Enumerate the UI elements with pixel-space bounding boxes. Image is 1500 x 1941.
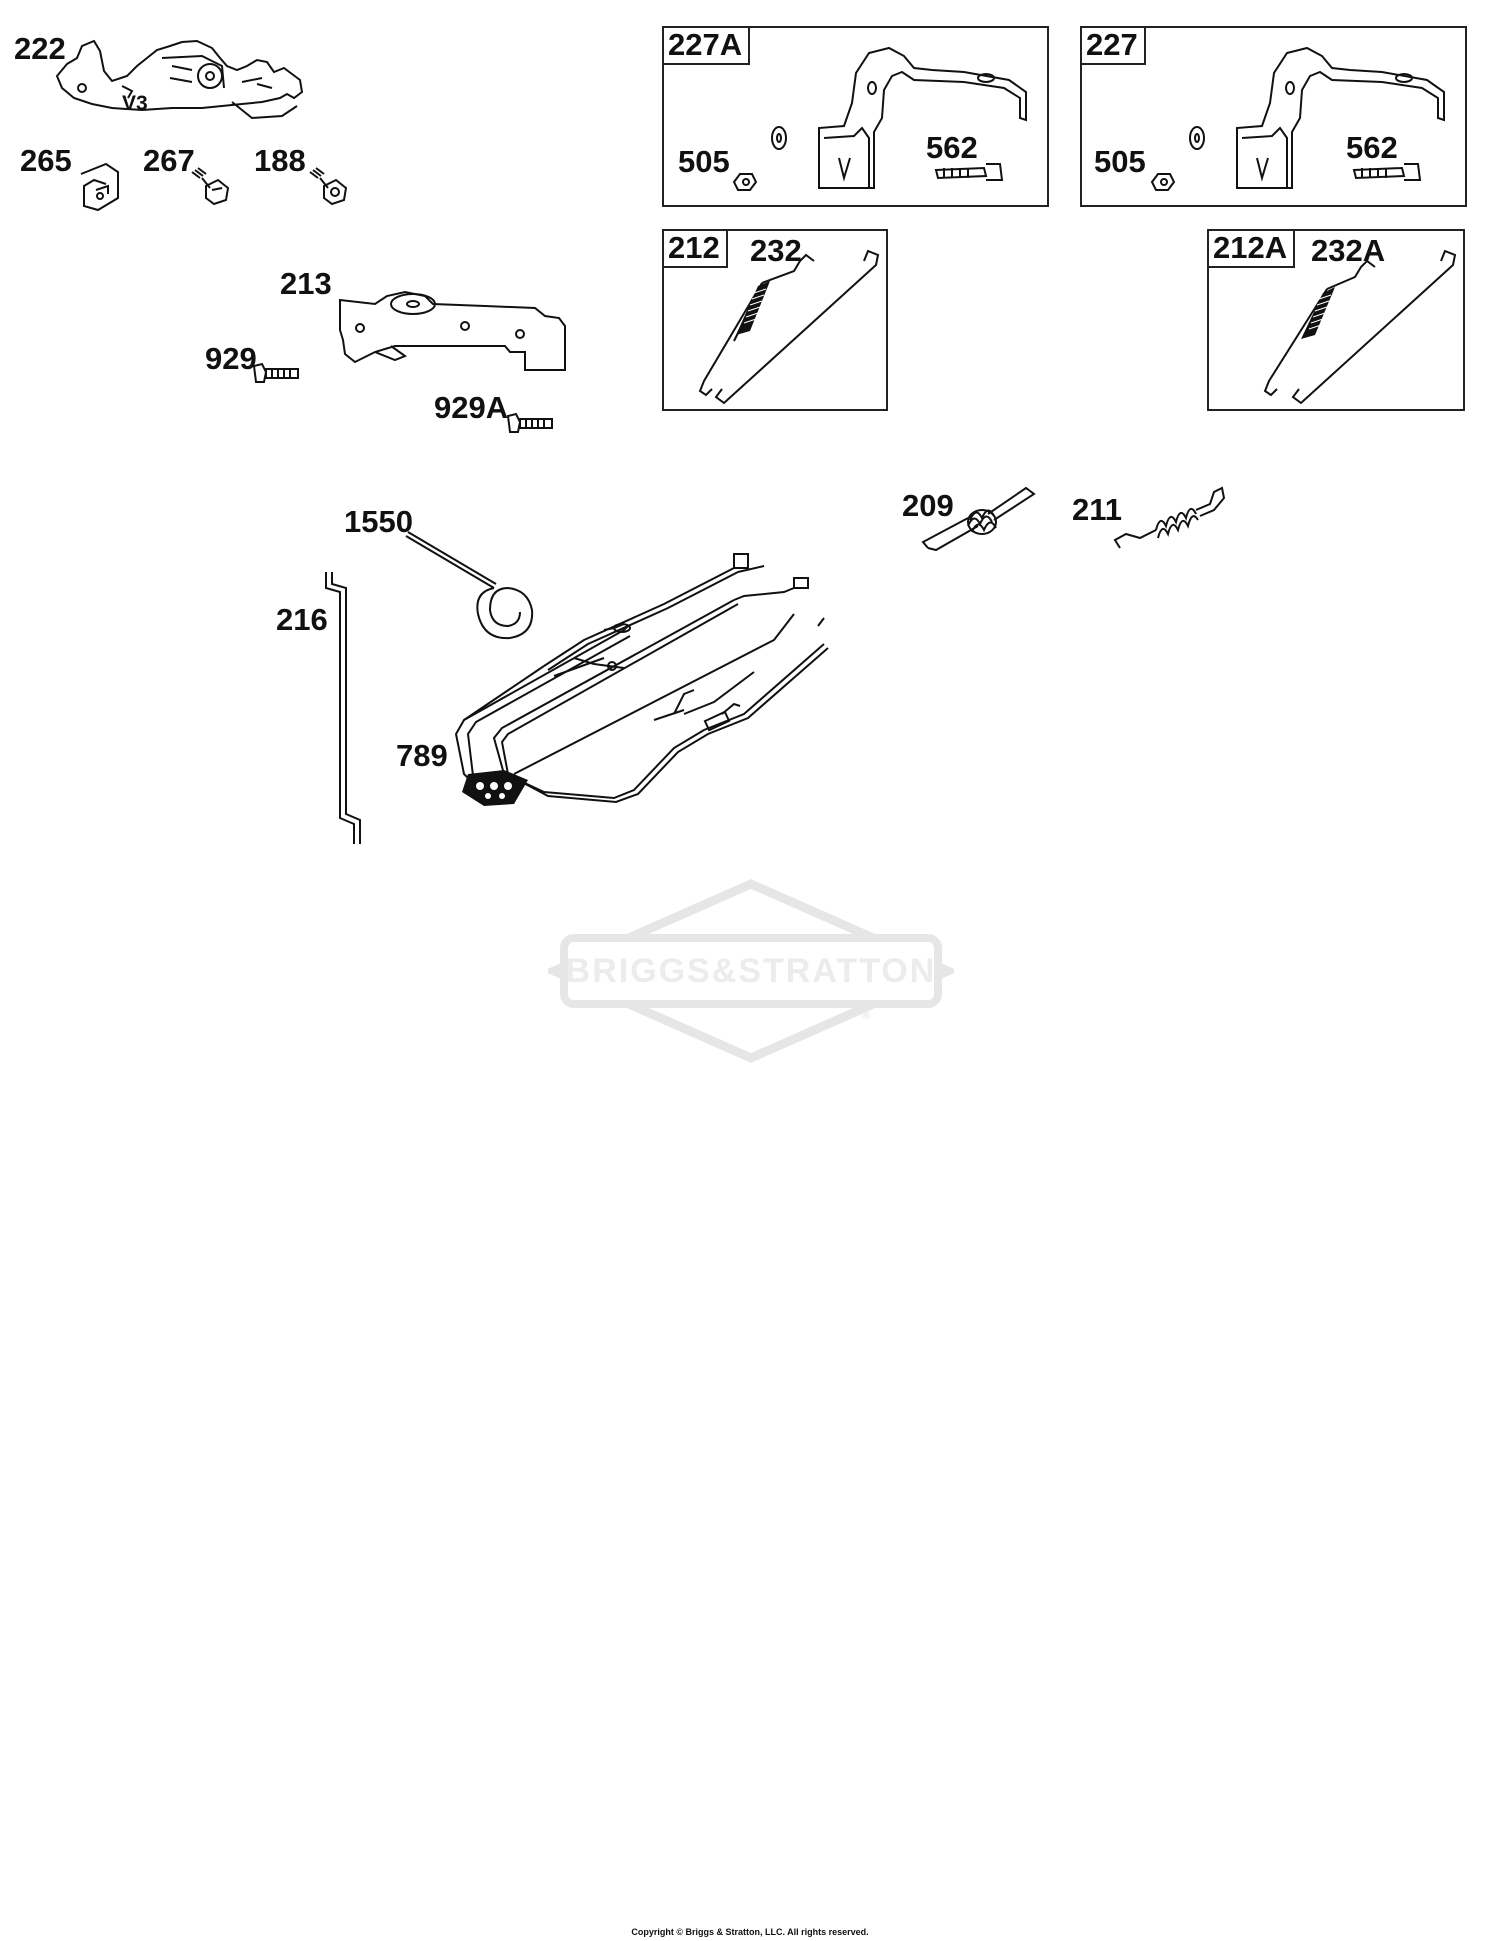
callout-789: 789 — [396, 738, 448, 773]
box-212-callout-232: 232 — [750, 233, 802, 268]
callout-213: 213 — [280, 266, 332, 301]
callout-929: 929 — [205, 341, 257, 376]
callout-222: 222 — [14, 31, 66, 66]
briggs-stratton-watermark: BRIGGS&STRATTON ® — [548, 878, 954, 1064]
box-212a-tab: 212A — [1207, 229, 1296, 268]
wire-1550-drawing — [404, 530, 554, 650]
bolt-929a-drawing — [506, 412, 556, 434]
box-212a: 212A 232A — [1207, 229, 1465, 411]
part-marking-v3: V3 — [122, 92, 148, 115]
callout-209: 209 — [902, 488, 954, 523]
bracket-227a-drawing — [664, 28, 1051, 209]
box-227a-callout-505: 505 — [678, 144, 730, 179]
box-227-tab: 227 — [1080, 26, 1146, 65]
box-212: 212 232 — [662, 229, 888, 411]
spring-211-drawing — [1110, 478, 1230, 558]
watermark-registered-mark: ® — [862, 1010, 871, 1022]
box-212-tab: 212 — [662, 229, 728, 268]
lever-213-drawing — [335, 290, 575, 390]
box-227-callout-505: 505 — [1094, 144, 1146, 179]
callout-1550: 1550 — [344, 504, 413, 539]
copyright-footer: Copyright © Briggs & Stratton, LLC. All … — [631, 1927, 869, 1937]
box-227a-callout-562: 562 — [926, 130, 978, 165]
link-spring-212a-drawing — [1209, 231, 1467, 413]
callout-929a: 929A — [434, 390, 509, 425]
callout-265: 265 — [20, 143, 72, 178]
watermark-text: BRIGGS&STRATTON — [565, 951, 937, 990]
watermark-diamond-icon — [548, 879, 954, 1063]
box-227: 227 505 562 — [1080, 26, 1467, 207]
screw-267-drawing — [190, 168, 240, 208]
callout-188: 188 — [254, 143, 306, 178]
link-spring-212-drawing — [664, 231, 890, 413]
box-227-callout-562: 562 — [1346, 130, 1398, 165]
bolt-929-drawing — [252, 362, 302, 384]
clip-265-drawing — [76, 160, 126, 220]
bracket-227-drawing — [1082, 28, 1469, 209]
callout-267: 267 — [143, 143, 195, 178]
harness-789-drawing — [444, 544, 844, 806]
box-212a-callout-232a: 232A — [1311, 233, 1386, 268]
callout-211: 211 — [1072, 492, 1123, 527]
box-227a: 227A 505 562 — [662, 26, 1049, 207]
box-227a-tab: 227A — [662, 26, 751, 65]
rod-216-drawing — [318, 568, 368, 848]
bracket-222-drawing — [52, 36, 352, 126]
callout-216: 216 — [276, 602, 328, 637]
spring-209-drawing — [918, 478, 1038, 558]
screw-188-drawing — [308, 168, 358, 208]
